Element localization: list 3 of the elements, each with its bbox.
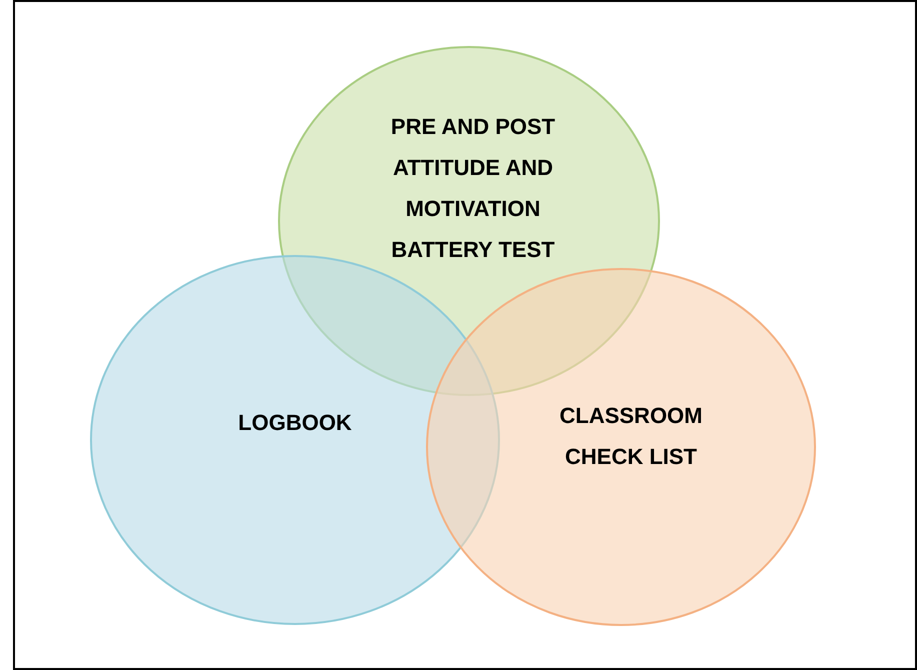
circle-label: PRE AND POST ATTITUDE AND MOTIVATION BATTERY TEST [390, 113, 556, 264]
circle-label: LOGBOOK [237, 409, 353, 437]
circle-label: CLASSROOM CHECK LIST [558, 402, 704, 471]
